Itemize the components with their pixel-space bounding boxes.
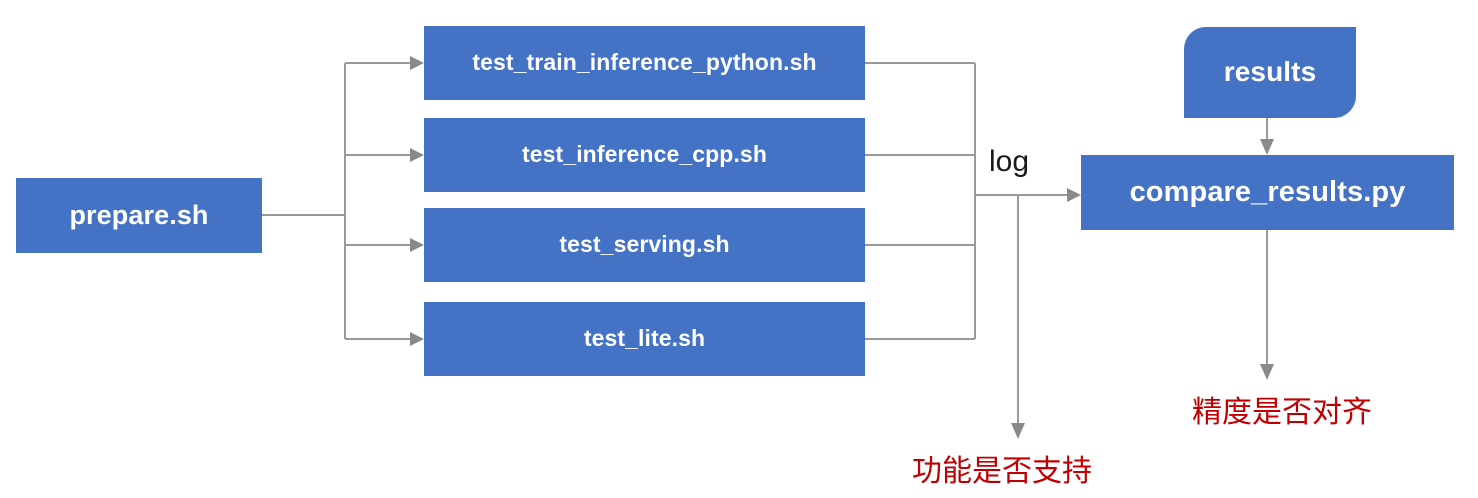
node-compare-results-py[interactable]: compare_results.py [1081, 155, 1454, 230]
arrowhead-icon-step-3 [410, 238, 424, 252]
arrowhead-icon-results [1260, 139, 1274, 155]
arrowhead-icon-step-1 [410, 56, 424, 70]
arrowhead-icon-function-note [1011, 423, 1025, 439]
annotation-function-supported: 功能是否支持 [912, 454, 1092, 489]
node-test-train-inference-python-sh[interactable]: test_train_inference_python.sh [424, 26, 865, 100]
annotation-precision-aligned: 精度是否对齐 [1192, 395, 1372, 430]
node-results[interactable]: results [1184, 27, 1356, 118]
node-test-inference-cpp-sh[interactable]: test_inference_cpp.sh [424, 118, 865, 192]
arrowhead-icon-compare [1067, 188, 1081, 202]
node-prepare-sh[interactable]: prepare.sh [16, 178, 262, 253]
arrowhead-icon-step-4 [410, 332, 424, 346]
node-test-lite-sh[interactable]: test_lite.sh [424, 302, 865, 376]
node-test-serving-sh[interactable]: test_serving.sh [424, 208, 865, 282]
arrowhead-icon-step-2 [410, 148, 424, 162]
arrowhead-icon-precision-note [1260, 364, 1274, 380]
edge-label-log: log [989, 145, 1030, 178]
